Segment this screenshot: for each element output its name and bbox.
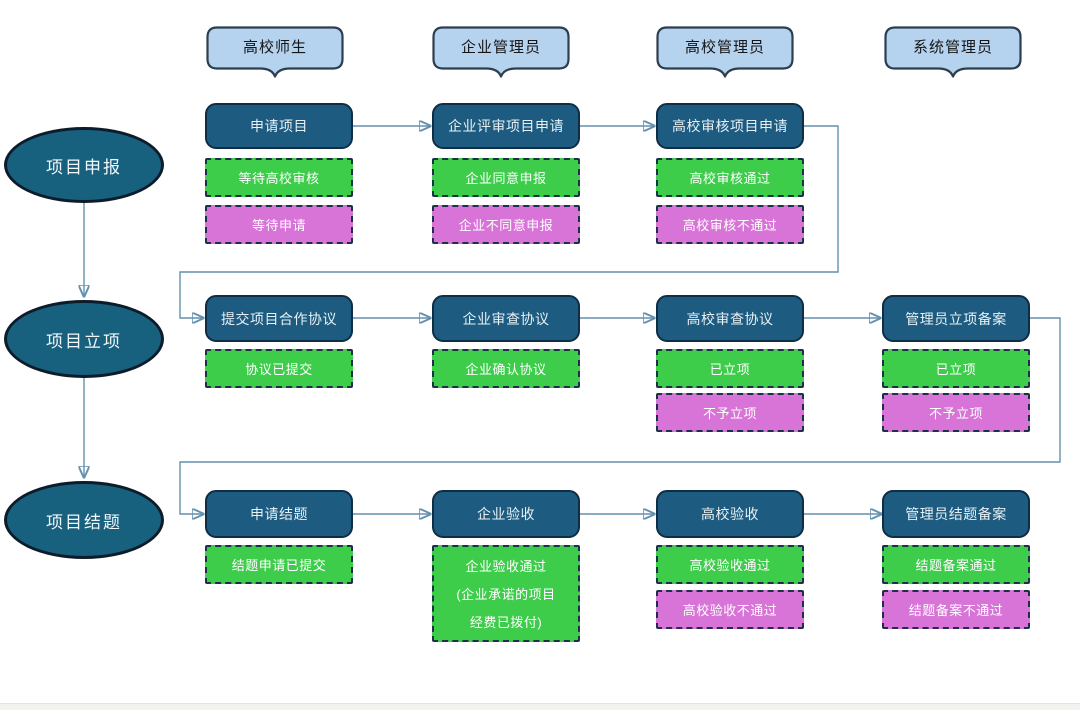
status-box-green: 高校审核通过 [656, 158, 804, 197]
phase-label: 项目结题 [46, 512, 122, 532]
status-label-line: 企业验收通过 [465, 559, 547, 574]
status-label: 结题申请已提交 [231, 558, 327, 573]
status-box-magenta: 企业不同意申报 [432, 205, 580, 244]
status-box-green: 结题申请已提交 [205, 545, 353, 584]
status-box-green: 已立项 [656, 349, 804, 388]
status-box-green: 已立项 [882, 349, 1030, 388]
status-label: 企业同意申报 [465, 171, 547, 186]
lane-header-university-staff: 高校师生 [206, 26, 344, 80]
process-label: 高校审查协议 [686, 310, 774, 327]
lane-header-label: 高校师生 [242, 39, 307, 56]
status-label: 结题备案通过 [915, 558, 997, 573]
status-box-green: 等待高校审核 [205, 158, 353, 197]
status-label: 协议已提交 [245, 362, 313, 377]
status-box-green: 企业同意申报 [432, 158, 580, 197]
phase-ellipse-project-declaration: 项目申报 [4, 127, 164, 203]
process-box-enterprise-acceptance: 企业验收 [432, 490, 580, 538]
status-label: 高校验收通过 [689, 558, 771, 573]
status-box-magenta: 结题备案不通过 [882, 590, 1030, 629]
phase-label: 项目申报 [46, 157, 122, 177]
lane-header-university-admin: 高校管理员 [656, 26, 794, 80]
process-label: 提交项目合作协议 [221, 310, 337, 327]
status-box-magenta: 不予立项 [882, 393, 1030, 432]
status-label: 高校验收不通过 [682, 603, 778, 618]
process-box-admin-approval-filing: 管理员立项备案 [882, 295, 1030, 342]
process-box-apply-project: 申请项目 [205, 103, 353, 149]
phase-label: 项目立项 [46, 331, 122, 351]
process-label: 高校审核项目申请 [672, 118, 788, 134]
banner-shape-icon [656, 26, 794, 78]
status-box-magenta: 不予立项 [656, 393, 804, 432]
lane-header-label: 高校管理员 [684, 39, 765, 56]
status-label: 已立项 [709, 362, 751, 377]
process-label: 企业评审项目申请 [448, 118, 564, 134]
banner-shape-icon [206, 26, 344, 78]
status-label: 高校审核不通过 [682, 218, 778, 233]
lane-header-label: 系统管理员 [912, 39, 993, 56]
process-label: 高校验收 [701, 506, 759, 522]
status-box-green: 结题备案通过 [882, 545, 1030, 584]
process-box-university-acceptance: 高校验收 [656, 490, 804, 538]
status-label-line: 经费已拨付) [469, 615, 543, 630]
process-box-university-review-application: 高校审核项目申请 [656, 103, 804, 149]
process-label: 企业验收 [477, 506, 535, 522]
status-box-green-tall: 企业验收通过 (企业承诺的项目 经费已拨付) [432, 545, 580, 642]
status-box-magenta: 等待申请 [205, 205, 353, 244]
status-box-green: 协议已提交 [205, 349, 353, 388]
status-label: 企业不同意申报 [458, 218, 554, 233]
lane-header-enterprise-admin: 企业管理员 [432, 26, 570, 80]
lane-header-system-admin: 系统管理员 [884, 26, 1022, 80]
process-box-admin-conclusion-filing: 管理员结题备案 [882, 490, 1030, 538]
status-box-magenta: 高校审核不通过 [656, 205, 804, 244]
process-label: 管理员立项备案 [905, 310, 1007, 327]
status-label: 企业确认协议 [465, 362, 547, 377]
process-box-enterprise-review-application: 企业评审项目申请 [432, 103, 580, 149]
status-label: 不予立项 [702, 406, 757, 421]
process-box-university-review-agreement: 高校审查协议 [656, 295, 804, 342]
status-label: 已立项 [935, 362, 977, 377]
bottom-edge-strip [0, 703, 1080, 710]
status-label: 等待申请 [251, 218, 306, 233]
process-label: 申请结题 [250, 506, 308, 522]
status-label: 不予立项 [928, 406, 983, 421]
banner-shape-icon [884, 26, 1022, 78]
status-label: 等待高校审核 [238, 171, 320, 186]
process-label: 申请项目 [250, 118, 308, 134]
process-box-enterprise-review-agreement: 企业审查协议 [432, 295, 580, 342]
phase-ellipse-project-conclusion: 项目结题 [4, 481, 164, 559]
status-box-green: 企业确认协议 [432, 349, 580, 388]
status-box-magenta: 高校验收不通过 [656, 590, 804, 629]
status-label: 结题备案不通过 [908, 603, 1004, 618]
process-label: 企业审查协议 [462, 310, 550, 327]
status-label: 高校审核通过 [689, 171, 771, 186]
lane-header-label: 企业管理员 [460, 39, 541, 56]
status-label-line: (企业承诺的项目 [456, 587, 556, 602]
process-label: 管理员结题备案 [905, 506, 1007, 522]
banner-shape-icon [432, 26, 570, 78]
flow-arrow [179, 125, 839, 318]
process-box-apply-conclusion: 申请结题 [205, 490, 353, 538]
process-box-submit-cooperation-agreement: 提交项目合作协议 [205, 295, 353, 342]
status-box-green: 高校验收通过 [656, 545, 804, 584]
flow-arrow [179, 317, 1061, 514]
phase-ellipse-project-approval: 项目立项 [4, 300, 164, 378]
